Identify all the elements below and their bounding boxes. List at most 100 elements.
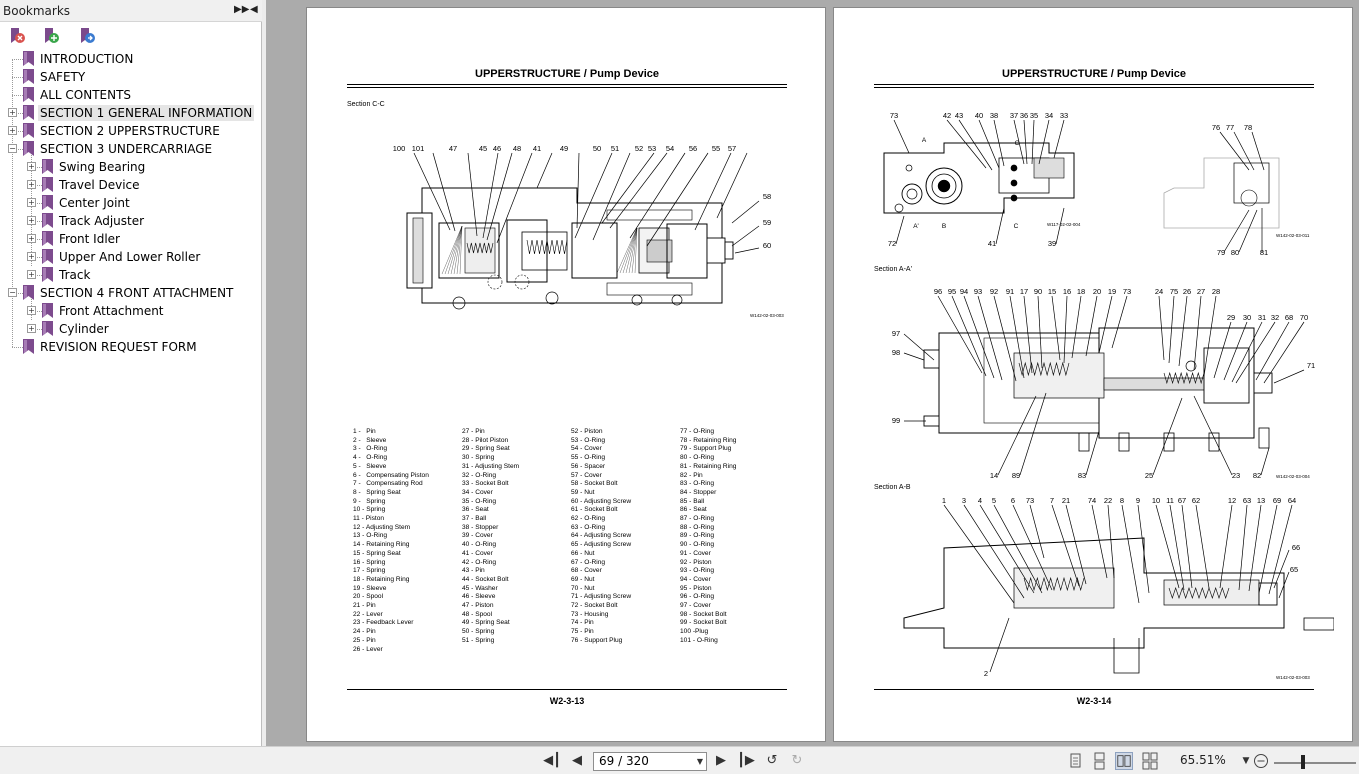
go-back-view-icon[interactable]: ↺	[766, 753, 778, 768]
bookmark-item[interactable]: ALL CONTENTS	[0, 86, 262, 104]
bookmark-item[interactable]: +SECTION 1 GENERAL INFORMATION	[0, 104, 262, 122]
callout-label: 5	[992, 496, 996, 505]
panel-options-icon[interactable]: ▶▶	[234, 4, 250, 15]
leader-line	[1238, 209, 1258, 253]
expand-toggle-icon[interactable]: +	[27, 252, 36, 261]
expand-toggle-icon[interactable]: +	[27, 180, 36, 189]
leader-line	[895, 215, 905, 245]
callout-label: 90	[1034, 287, 1042, 296]
expand-toggle-icon[interactable]: +	[27, 198, 36, 207]
expand-toggle-icon[interactable]: +	[27, 234, 36, 243]
leader-line	[1248, 504, 1262, 592]
callout-label: 11	[1166, 496, 1174, 505]
callout-label: 95	[948, 287, 956, 296]
callout-label: 83	[1078, 471, 1086, 480]
callout-label: 80	[1231, 248, 1239, 257]
bookmark-item[interactable]: +Travel Device	[0, 176, 262, 194]
callout-label: 70	[1300, 313, 1308, 322]
outline-shape	[1233, 162, 1270, 204]
leader-line	[993, 295, 1017, 382]
leader-line	[1268, 504, 1293, 595]
circle-shape	[452, 296, 466, 310]
leader-line	[1223, 209, 1250, 253]
bookmark-item[interactable]: +Track Adjuster	[0, 212, 262, 230]
leader-line	[1051, 295, 1061, 361]
bookmark-item[interactable]: +Front Idler	[0, 230, 262, 248]
bookmark-label: SECTION 2 UPPERSTRUCTURE	[40, 124, 220, 138]
page-number: W2-3-13	[549, 696, 585, 706]
delete-bookmark-icon[interactable]	[8, 27, 26, 45]
zoom-slider-thumb[interactable]	[1301, 755, 1305, 769]
bookmarks-title: Bookmarks	[3, 4, 71, 18]
callout-label: 47	[449, 144, 457, 153]
expand-toggle-icon[interactable]: +	[27, 216, 36, 225]
previous-page-icon[interactable]: ◀	[572, 753, 582, 768]
chevron-down-icon[interactable]: ▼	[696, 757, 703, 766]
bookmark-item[interactable]: +Upper And Lower Roller	[0, 248, 262, 266]
bookmark-item[interactable]: +Track	[0, 266, 262, 284]
bookmark-item[interactable]: INTRODUCTION	[0, 50, 262, 68]
expand-toggle-icon[interactable]: +	[27, 162, 36, 171]
callout-label: 56	[689, 144, 697, 153]
expand-toggle-icon[interactable]: +	[8, 108, 17, 117]
leader-line	[734, 247, 760, 254]
single-page-view-icon[interactable]	[1066, 752, 1084, 770]
bookmark-item[interactable]: −SECTION 3 UNDERCARRIAGE	[0, 140, 262, 158]
outline-shape	[1253, 372, 1273, 394]
first-page-icon[interactable]: ◀┃	[543, 753, 561, 768]
zoom-slider[interactable]	[1274, 762, 1356, 764]
two-page-continuous-icon[interactable]	[1141, 752, 1159, 770]
collapse-panel-icon[interactable]: ◀	[250, 4, 258, 15]
callout-label: 51	[611, 144, 619, 153]
housing-outline	[421, 187, 723, 304]
bookmark-item[interactable]: REVISION REQUEST FORM	[0, 338, 262, 356]
leader-line	[1195, 504, 1210, 589]
leader-line	[1258, 504, 1278, 594]
zoom-level[interactable]: 65.51%	[1180, 753, 1226, 767]
bookmark-item[interactable]: +Cylinder	[0, 320, 262, 338]
panel-splitter[interactable]	[262, 0, 266, 746]
outline-shape	[666, 223, 708, 279]
expand-toggle-icon[interactable]: +	[27, 306, 36, 315]
add-bookmark-icon[interactable]	[42, 27, 60, 45]
circle-shape	[901, 183, 923, 205]
leader-line	[622, 227, 638, 274]
callout-label: 34	[1045, 111, 1053, 120]
callout-label: 41	[988, 239, 996, 248]
continuous-view-icon[interactable]	[1090, 752, 1108, 770]
leader-line	[1121, 504, 1140, 604]
expand-bookmark-icon[interactable]	[78, 27, 96, 45]
expand-toggle-icon[interactable]: +	[27, 270, 36, 279]
expand-toggle-icon[interactable]: +	[8, 126, 17, 135]
bookmark-item[interactable]: + SECTION 2 UPPERSTRUCTURE	[0, 122, 262, 140]
circle-shape	[1010, 179, 1018, 187]
bookmark-item[interactable]: +Front Attachment	[0, 302, 262, 320]
expand-toggle-icon[interactable]: +	[27, 324, 36, 333]
callout-label: 93	[974, 287, 982, 296]
document-view[interactable]: UPPERSTRUCTURE / Pump Device Section C-C…	[266, 0, 1359, 746]
callout-label: 73	[1123, 287, 1131, 296]
callout-label: 73	[890, 111, 898, 120]
callout-label: 38	[990, 111, 998, 120]
zoom-dropdown-icon[interactable]: ▼	[1242, 756, 1250, 766]
callout-label: 71	[1307, 361, 1315, 370]
bookmark-item[interactable]: +Center Joint	[0, 194, 262, 212]
next-page-icon[interactable]: ▶	[716, 753, 726, 768]
callout-label: 89	[1012, 471, 1020, 480]
bookmark-item[interactable]: SAFETY	[0, 68, 262, 86]
leader-line	[646, 152, 709, 247]
collapse-toggle-icon[interactable]: −	[8, 144, 17, 153]
callout-label: 27	[1197, 287, 1205, 296]
bookmark-item[interactable]: −SECTION 4 FRONT ATTACHMENT	[0, 284, 262, 302]
zoom-out-icon[interactable]	[1252, 752, 1270, 770]
callout-label: 50	[593, 144, 601, 153]
leader-line	[1251, 131, 1265, 171]
collapse-toggle-icon[interactable]: −	[8, 288, 17, 297]
last-page-icon[interactable]: ┃▶	[737, 753, 755, 768]
two-page-view-icon[interactable]	[1115, 752, 1133, 770]
page-number-input[interactable]: 69 / 320▼	[593, 752, 707, 771]
parts-column-4: 77 - O-Ring 78 - Retaining Ring 79 - Sup…	[680, 428, 737, 644]
bookmark-item[interactable]: +Swing Bearing	[0, 158, 262, 176]
go-forward-view-icon[interactable]: ↻	[791, 753, 803, 768]
